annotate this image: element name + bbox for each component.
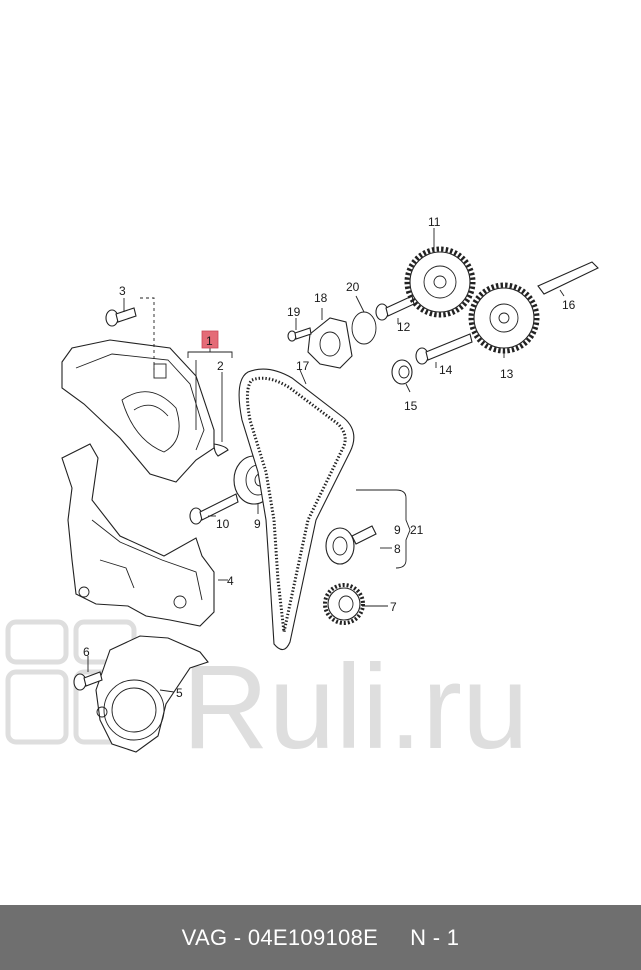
callout-10: 10	[216, 517, 230, 531]
footer-bar: VAG - 04E109108E N - 1	[0, 905, 641, 970]
callout-15: 15	[404, 399, 418, 413]
timing-cover-upper	[61, 339, 215, 483]
callout-16: 16	[562, 298, 576, 312]
callout-9-lower: 9	[254, 517, 261, 531]
callout-5: 5	[176, 686, 183, 700]
callout-19: 19	[287, 305, 301, 319]
callout-18: 18	[314, 291, 328, 305]
callout-21: 21	[410, 523, 424, 537]
pin-16	[537, 261, 599, 295]
callout-8: 8	[394, 542, 401, 556]
callout-20: 20	[346, 280, 360, 294]
callout-1: 1	[206, 334, 213, 348]
callout-13: 13	[500, 367, 514, 381]
callout-3: 3	[119, 284, 126, 298]
exploded-parts-diagram: Ruli.ru	[5, 215, 599, 774]
callout-7: 7	[390, 600, 397, 614]
bolt-10	[189, 493, 239, 525]
callout-11: 11	[428, 215, 441, 229]
callout-4: 4	[227, 574, 234, 588]
o-ring-20	[351, 311, 377, 345]
callout-14: 14	[439, 363, 453, 377]
cap-15	[391, 359, 413, 385]
bolt-6	[73, 671, 103, 691]
timing-cover-lower	[61, 443, 215, 627]
callout-labels: 1 2 3 4 5 6 7 8 9 9 10 11 12 13 14 15 16…	[83, 215, 576, 700]
timing-belt	[238, 368, 355, 651]
watermark: Ruli.ru	[5, 619, 529, 774]
clip-part	[213, 443, 229, 457]
crank-sprocket	[323, 583, 365, 625]
callout-12: 12	[397, 320, 411, 334]
watermark-text: Ruli.ru	[182, 640, 529, 774]
bolt-3	[105, 307, 137, 327]
callout-2: 2	[217, 359, 224, 373]
camshaft-sprocket-11	[404, 246, 476, 318]
rear-bracket	[95, 635, 209, 753]
leader-lines	[87, 228, 565, 693]
selected-part-highlight	[201, 330, 219, 349]
tensioner	[325, 525, 377, 565]
callout-9-upper: 9	[394, 523, 401, 537]
camshaft-sprocket-13	[468, 282, 540, 354]
bolt-19	[287, 327, 312, 342]
bolt-14	[415, 333, 473, 365]
callout-17: 17	[296, 359, 310, 373]
part-number-label: VAG - 04E109108E N - 1	[181, 924, 460, 950]
callout-6: 6	[83, 645, 90, 659]
adjuster-housing	[307, 317, 353, 369]
bolt-12	[375, 295, 415, 321]
